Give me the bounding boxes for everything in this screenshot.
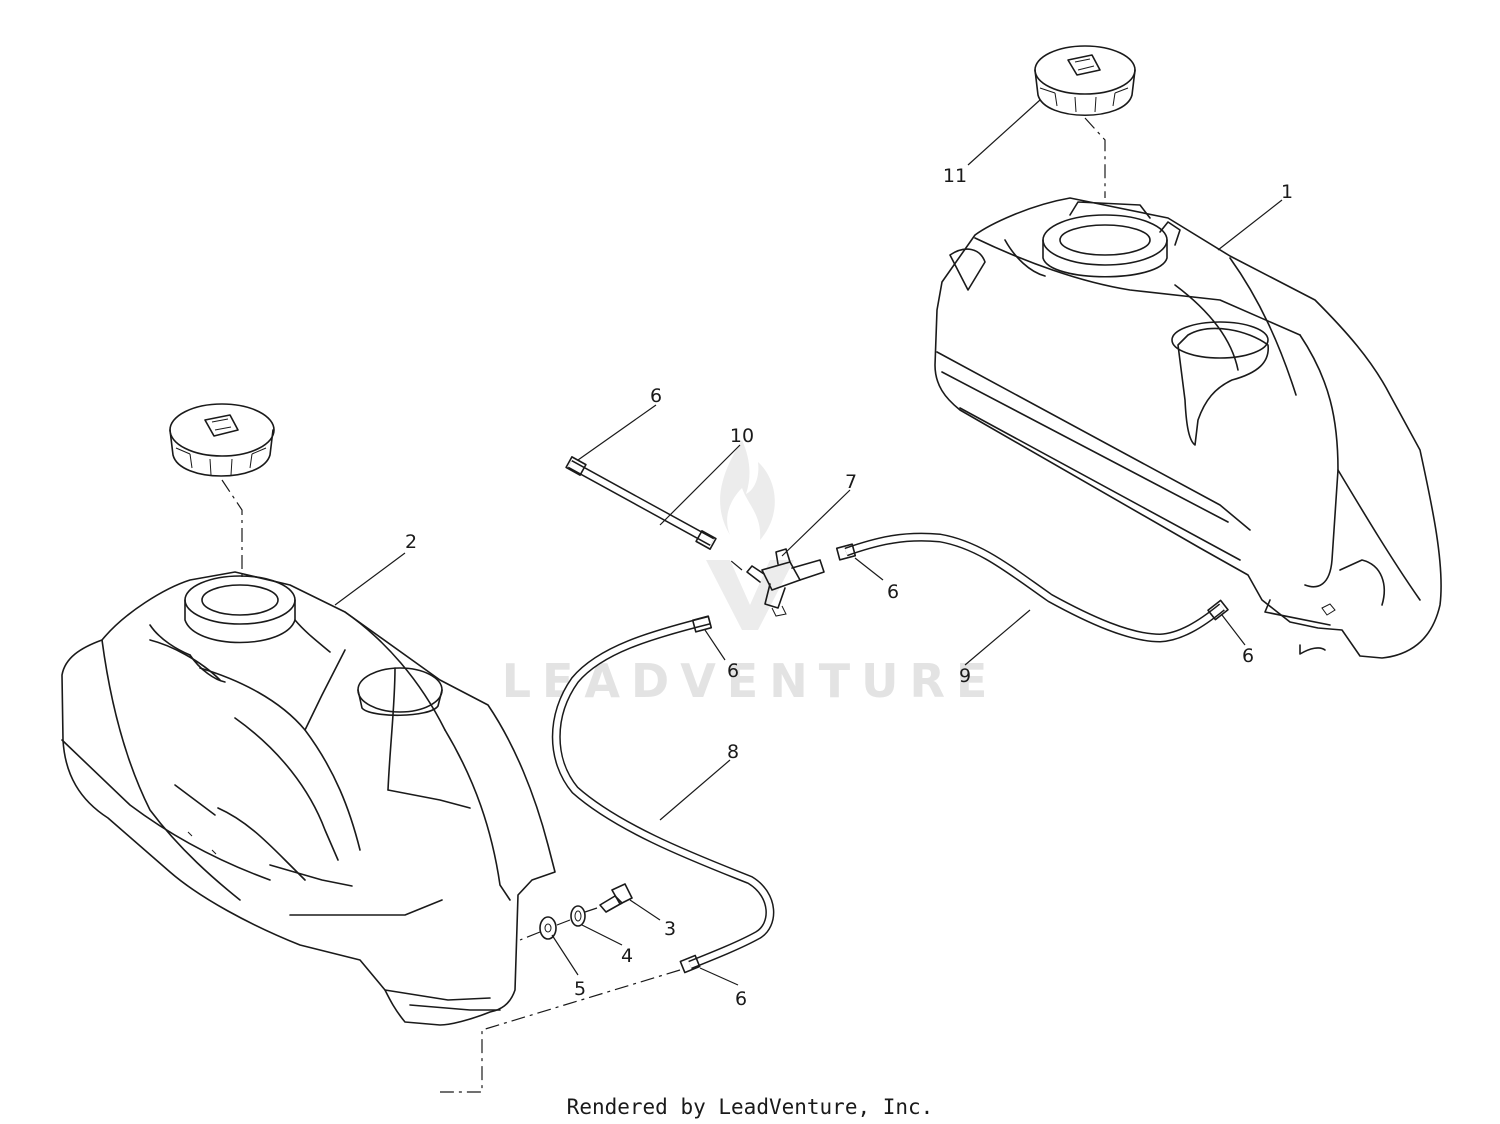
watermark-v-icon bbox=[706, 560, 794, 630]
hose-clamp-6a bbox=[565, 456, 587, 476]
leader-lines bbox=[334, 99, 1283, 986]
hose-clamp-6d bbox=[691, 615, 713, 633]
callout-3: 3 bbox=[664, 918, 676, 940]
bolt bbox=[599, 883, 633, 913]
hose-clamp-6-upper-end bbox=[695, 530, 717, 550]
callout-6-right-end: 6 bbox=[1242, 645, 1254, 667]
watermark-flame-icon bbox=[720, 440, 775, 540]
fuel-tank-right bbox=[934, 197, 1442, 659]
callout-6-lower-end: 6 bbox=[735, 988, 747, 1010]
callout-labels: 11 1 6 10 7 2 6 6 6 9 8 3 4 5 6 bbox=[405, 165, 1293, 1010]
callout-6-tee-right: 6 bbox=[887, 581, 899, 603]
hose-clamp-6c bbox=[1207, 599, 1229, 621]
callout-6-upper-hose: 6 bbox=[650, 385, 662, 407]
tee-fitting bbox=[746, 548, 825, 617]
hose-8 bbox=[551, 615, 775, 970]
lock-washer bbox=[570, 905, 586, 927]
callout-5: 5 bbox=[574, 978, 586, 1000]
flat-washer bbox=[539, 916, 557, 940]
callout-2: 2 bbox=[405, 531, 417, 553]
hose-10 bbox=[567, 460, 715, 546]
fuel-cap-right bbox=[1034, 45, 1136, 117]
fuel-tank-left bbox=[61, 571, 556, 1026]
rendered-by-footer: Rendered by LeadVenture, Inc. bbox=[567, 1095, 934, 1119]
callout-8: 8 bbox=[727, 741, 739, 763]
assembly-lines bbox=[221, 117, 1106, 1093]
watermark-text: LEADVENTURE bbox=[502, 654, 999, 708]
callout-10: 10 bbox=[730, 425, 754, 447]
fuel-cap-left bbox=[169, 403, 275, 477]
callout-9: 9 bbox=[959, 665, 971, 687]
callout-4: 4 bbox=[621, 945, 633, 967]
watermark: LEADVENTURE bbox=[502, 440, 999, 708]
hose-clamp-6b bbox=[835, 543, 857, 561]
callout-6-tee-left: 6 bbox=[727, 660, 739, 682]
callout-1: 1 bbox=[1281, 181, 1293, 203]
callout-7: 7 bbox=[845, 471, 857, 493]
hose-9 bbox=[844, 532, 1225, 643]
callout-11: 11 bbox=[943, 165, 967, 187]
hose-clamp-6e bbox=[679, 954, 701, 974]
